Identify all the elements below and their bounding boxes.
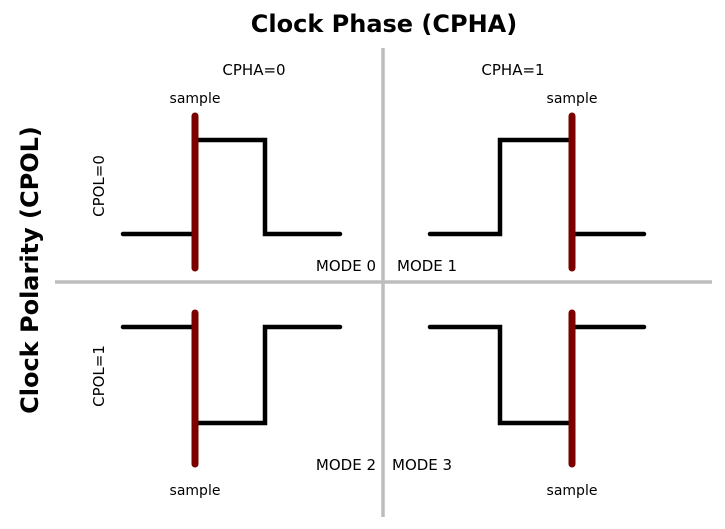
sample-label-mode2: sample xyxy=(170,483,221,499)
waveform-mode1 xyxy=(427,137,575,237)
row-label-cpol0: CPOL=0 xyxy=(90,155,108,217)
mode-label-3: MODE 3 xyxy=(392,456,452,474)
waveform-mode2 xyxy=(120,324,343,426)
row-label-cpol1: CPOL=1 xyxy=(90,345,108,407)
sample-label-mode0: sample xyxy=(170,91,221,107)
cpha-axis-title: Clock Phase (CPHA) xyxy=(251,10,517,38)
mode-label-1: MODE 1 xyxy=(397,257,457,275)
cpol-axis-title: Clock Polarity (CPOL) xyxy=(16,126,44,414)
waveform-mode0 xyxy=(120,137,343,237)
sample-label-mode3: sample xyxy=(547,483,598,499)
waveform-mode3 xyxy=(427,324,575,426)
mode-label-2: MODE 2 xyxy=(316,456,376,474)
column-label-cpha1: CPHA=1 xyxy=(481,61,544,79)
sample-label-mode1: sample xyxy=(547,91,598,107)
mode-label-0: MODE 0 xyxy=(316,257,376,275)
column-label-cpha0: CPHA=0 xyxy=(222,61,285,79)
